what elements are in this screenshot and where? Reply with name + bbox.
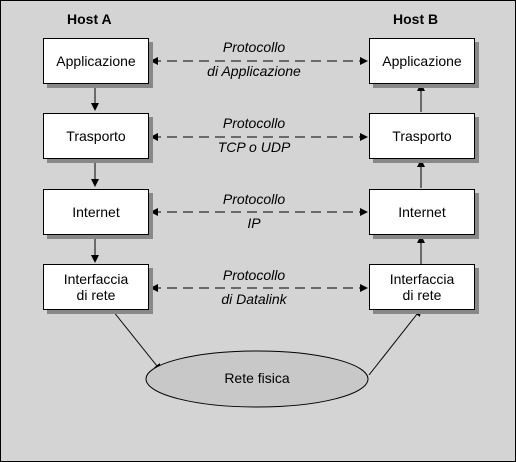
protocol-app-line2: di Applicazione (207, 63, 301, 79)
protocol-app-line1: Protocollo (222, 39, 286, 55)
protocol-label-datalink: Protocollo di Datalink (179, 267, 329, 307)
protocol-datalink-line1: Protocollo (222, 267, 286, 283)
host-b-application-layer: Applicazione (369, 38, 475, 84)
host-a-interface-layer: Interfaccia di rete (43, 264, 149, 310)
host-b-internet-layer: Internet (369, 189, 475, 235)
host-a-title: Host A (67, 11, 112, 27)
protocol-label-internet: Protocollo IP (179, 191, 329, 231)
host-b-interface-layer: Interfaccia di rete (369, 264, 475, 310)
protocol-internet-line1: Protocollo (222, 191, 286, 207)
host-b-transport-layer: Trasporto (369, 113, 475, 159)
host-b-title: Host B (393, 11, 439, 27)
host-a-transport-layer: Trasporto (43, 113, 149, 159)
network-label: Rete fisica (224, 370, 290, 386)
protocol-label-transport: Protocollo TCP o UDP (179, 115, 329, 155)
protocol-datalink-line2: di Datalink (221, 291, 287, 307)
host-a-internet-layer: Internet (43, 189, 149, 235)
protocol-internet-line2: IP (247, 215, 261, 231)
arrow-a-to-network (112, 310, 162, 372)
protocol-transport-line2: TCP o UDP (217, 139, 291, 155)
arrow-network-to-b (368, 308, 422, 376)
network-ellipse (145, 350, 369, 408)
protocol-transport-line1: Protocollo (222, 115, 286, 131)
protocol-label-app: Protocollo di Applicazione (179, 39, 329, 79)
host-a-application-layer: Applicazione (43, 38, 149, 84)
